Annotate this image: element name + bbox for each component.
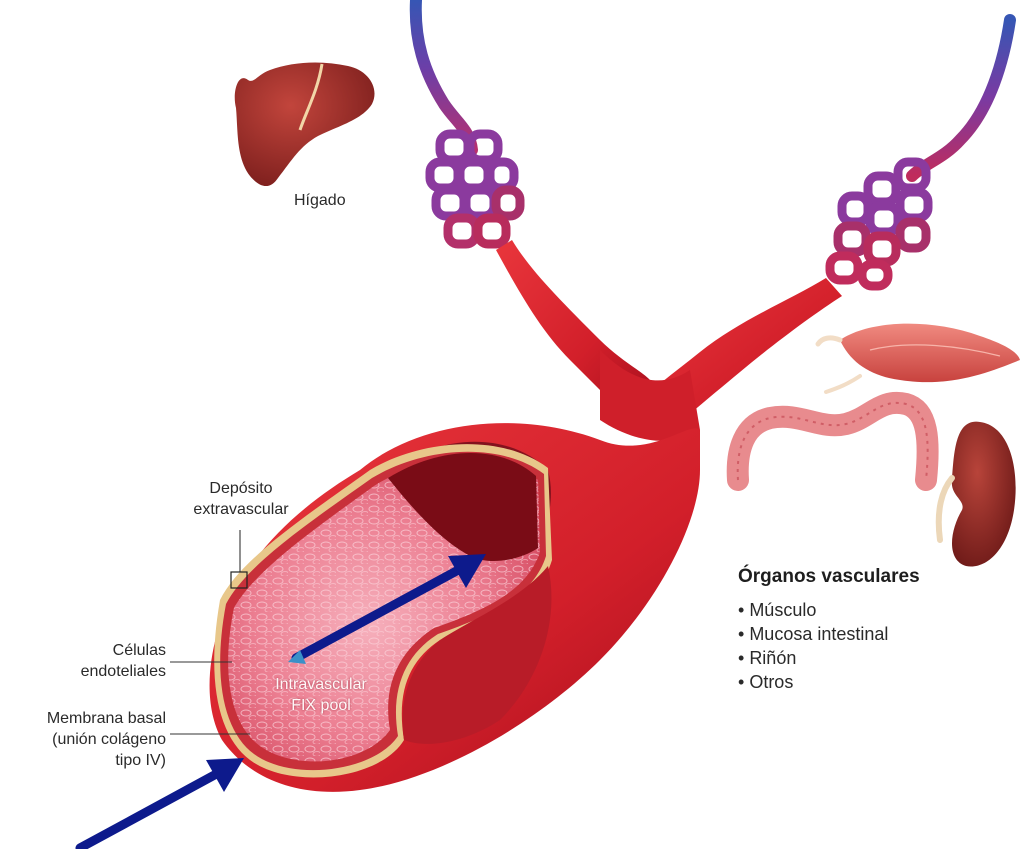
deposit-label: Depósito extravascular [176, 478, 306, 520]
endothelial-label: Células endoteliales [40, 640, 166, 682]
basement-membrane-label: Membrana basal (unión colágeno tipo IV) [6, 708, 166, 771]
kidney-illustration [939, 422, 1016, 567]
organ-item-muscle: Músculo [738, 598, 920, 622]
vascular-organs-panel: Órganos vasculares Músculo Mucosa intest… [738, 566, 920, 694]
left-capillary-bed [416, 0, 520, 244]
liver-illustration [235, 63, 375, 187]
intestine-illustration [738, 403, 928, 480]
endothelial-label-line-2: endoteliales [40, 661, 166, 682]
right-capillary-bed [830, 20, 1010, 286]
pool-label-line-2: FIX pool [256, 695, 386, 716]
deposit-label-line-2: extravascular [176, 499, 306, 520]
pool-label-line-1: Intravascular [256, 674, 386, 695]
arrow-into-vessel-wall [80, 758, 244, 848]
organ-item-intestinal-mucosa: Mucosa intestinal [738, 622, 920, 646]
vascular-organs-list: Músculo Mucosa intestinal Riñón Otros [738, 598, 920, 694]
basement-label-line-3: tipo IV) [6, 750, 166, 771]
basement-label-line-2: (unión colágeno [6, 729, 166, 750]
basement-label-line-1: Membrana basal [6, 708, 166, 729]
liver-label: Hígado [294, 190, 346, 211]
intravascular-pool-label: Intravascular FIX pool [256, 674, 386, 716]
deposit-label-line-1: Depósito [176, 478, 306, 499]
muscle-illustration [818, 324, 1020, 392]
organ-item-kidney: Riñón [738, 646, 920, 670]
organ-item-others: Otros [738, 670, 920, 694]
endothelial-label-line-1: Células [40, 640, 166, 661]
vascular-organs-heading: Órganos vasculares [738, 566, 920, 588]
